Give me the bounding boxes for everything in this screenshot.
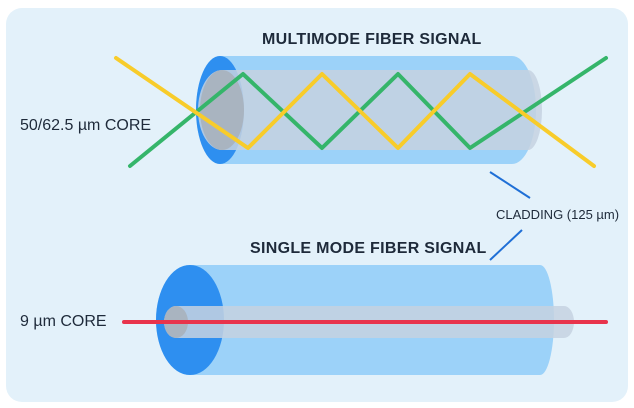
singlemode-title: SINGLE MODE FIBER SIGNAL (250, 240, 487, 257)
cladding-leader-bottom (489, 229, 523, 261)
multimode-fiber (114, 56, 608, 168)
multimode-core-label: 50/62.5 µm CORE (20, 117, 152, 134)
cladding-leader-top (489, 171, 531, 199)
multimode-title: MULTIMODE FIBER SIGNAL (262, 31, 482, 48)
multimode-core-end (200, 70, 244, 150)
cladding-label: CLADDING (125 µm) (496, 207, 620, 222)
multimode-yellow-ray (114, 56, 596, 168)
singlemode-fiber (122, 265, 608, 375)
singlemode-core-label: 9 µm CORE (20, 313, 107, 330)
